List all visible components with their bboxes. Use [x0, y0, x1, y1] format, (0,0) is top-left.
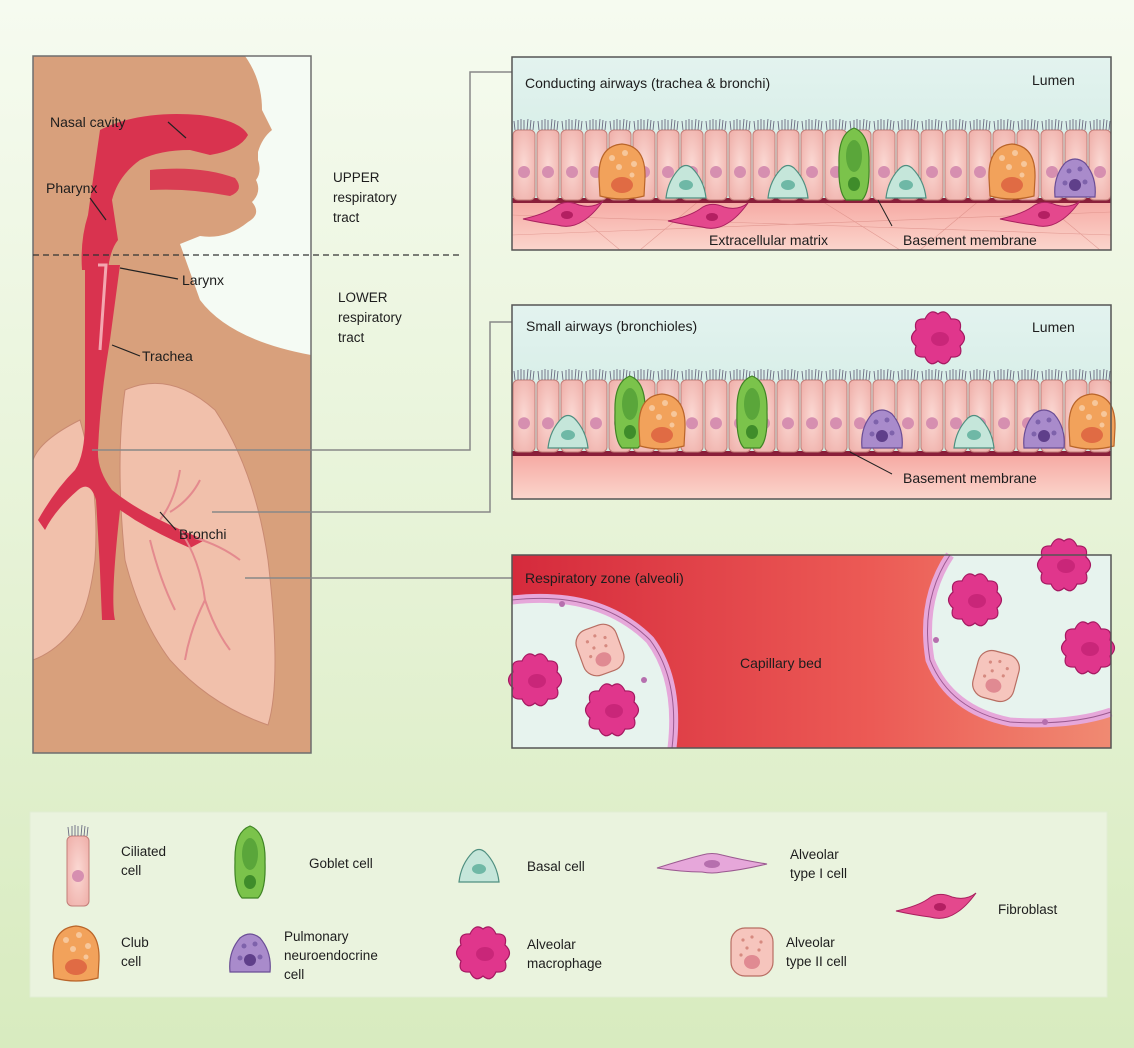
- alveolar-macrophage: [1038, 539, 1091, 591]
- alveolar-macrophage: [509, 654, 562, 706]
- label-extracellular-matrix: Extracellular matrix: [709, 232, 828, 249]
- club-cell: [989, 144, 1035, 199]
- label-larynx: Larynx: [182, 272, 224, 289]
- legend-type2-icon: [731, 928, 773, 976]
- legend-fibroblast-label: Fibroblast: [998, 900, 1057, 919]
- ciliated-cell: [801, 369, 823, 452]
- legend-type2-label: Alveolar type II cell: [786, 933, 847, 971]
- label-trachea: Trachea: [142, 348, 193, 365]
- ciliated-cell: [993, 369, 1015, 452]
- ciliated-cell: [921, 369, 943, 452]
- label-nasal-cavity: Nasal cavity: [50, 114, 125, 131]
- panel2-title: Small airways (bronchioles): [526, 318, 697, 335]
- ciliated-cell: [705, 119, 727, 200]
- legend-macrophage-label: Alveolar macrophage: [527, 935, 602, 973]
- goblet-cell: [839, 128, 869, 200]
- alveolar-macrophage: [586, 684, 639, 736]
- ciliated-cell: [537, 119, 559, 200]
- ciliated-cell: [705, 369, 727, 452]
- legend-macrophage-icon: [457, 927, 510, 979]
- legend-goblet-icon: [235, 826, 265, 898]
- club-cell: [599, 144, 645, 199]
- legend-goblet-label: Goblet cell: [309, 854, 373, 873]
- panel2-lumen-label: Lumen: [1032, 319, 1075, 336]
- legend-ciliated-label: Ciliated cell: [121, 842, 166, 880]
- ciliated-cell: [513, 369, 535, 452]
- ciliated-cell: [729, 119, 751, 200]
- legend-club-icon: [53, 926, 99, 981]
- goblet-cell: [737, 376, 767, 448]
- legend-pne-label: Pulmonary neuroendocrine cell: [284, 927, 378, 984]
- label-bronchi: Bronchi: [179, 526, 226, 543]
- panel1-basement-membrane-label: Basement membrane: [903, 232, 1037, 249]
- ciliated-cell-row: [513, 369, 1111, 452]
- panel3-title: Respiratory zone (alveoli): [525, 570, 684, 587]
- alveolar-macrophage: [949, 574, 1002, 626]
- ciliated-cell: [777, 369, 799, 452]
- club-cell: [639, 394, 685, 449]
- ciliated-cell: [585, 369, 607, 452]
- label-lower-respiratory-tract: LOWER respiratory tract: [338, 288, 402, 348]
- label-capillary-bed: Capillary bed: [740, 655, 822, 672]
- ciliated-cell: [969, 119, 991, 200]
- club-cell: [1069, 394, 1115, 449]
- panel2-basement-membrane-label: Basement membrane: [903, 470, 1037, 487]
- legend-club-label: Club cell: [121, 933, 149, 971]
- panel1-lumen-label: Lumen: [1032, 72, 1075, 89]
- legend-type1-label: Alveolar type I cell: [790, 845, 847, 883]
- alveolar-macrophage: [912, 312, 965, 364]
- label-upper-respiratory-tract: UPPER respiratory tract: [333, 168, 397, 228]
- ciliated-cell: [513, 119, 535, 200]
- legend-ciliated-icon: [67, 825, 89, 906]
- legend-basal-label: Basal cell: [527, 857, 585, 876]
- panel1-title: Conducting airways (trachea & bronchi): [525, 75, 770, 92]
- ciliated-cell: [561, 119, 583, 200]
- ciliated-cell: [945, 119, 967, 200]
- label-pharynx: Pharynx: [46, 180, 97, 197]
- ciliated-cell: [825, 369, 847, 452]
- alveolar-macrophage: [1062, 622, 1115, 674]
